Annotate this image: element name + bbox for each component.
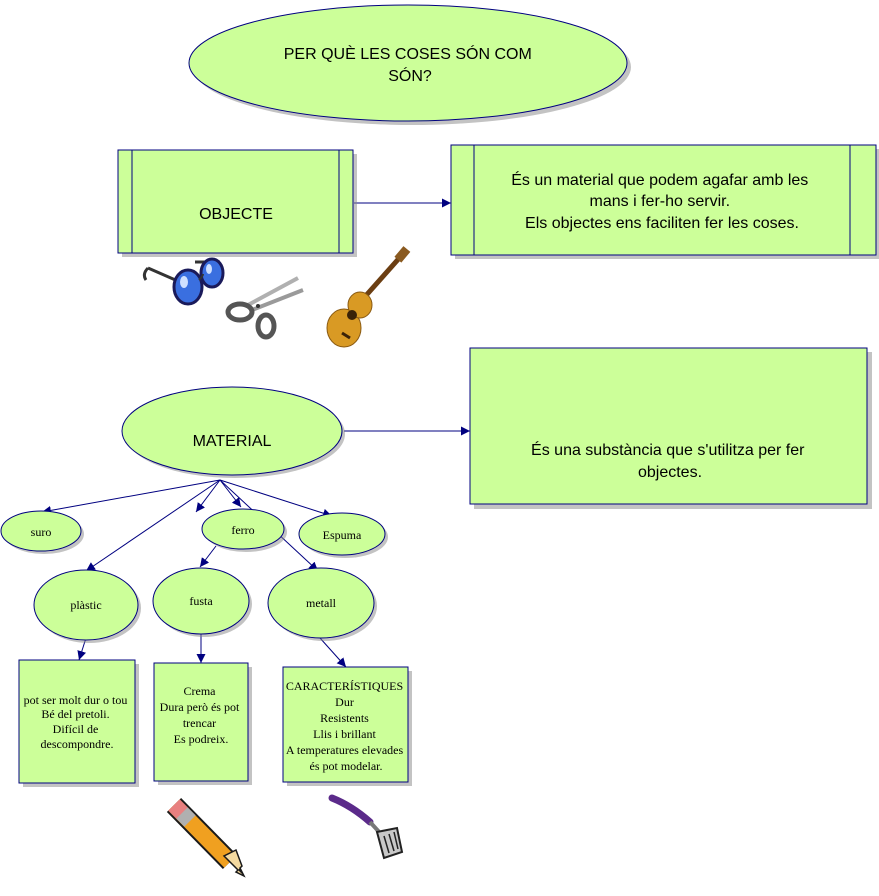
svg-text:pot ser molt dur o tou B: pot ser molt dur o tou Bé del pretoli. D… (24, 693, 131, 751)
metall-desc-line-1: CARACTERÍSTIQUES (286, 679, 403, 693)
metall-desc-line-5: A temperatures elevades (286, 743, 404, 757)
objecte-definition-node: És un material que podem agafar amb les … (450, 144, 879, 259)
plastic-desc-line-2: Bé del pretoli. (41, 707, 109, 721)
connector-metall-desc (319, 637, 347, 668)
connectors (41, 198, 470, 668)
metall-desc-line-3: Resistents (320, 711, 369, 725)
fusta-desc-line-4: Es podreix. (174, 732, 229, 746)
plastic-desc-line-4: descompondre. (41, 737, 114, 751)
guitar-icon (326, 246, 411, 348)
ferro-label: ferro (231, 523, 254, 537)
fusta-node: fusta (152, 567, 252, 637)
plastic-desc-line-1: pot ser molt dur o tou (24, 693, 128, 707)
objecte-def-line-1: És un material que podem agafar amb les (511, 170, 808, 189)
pencil-icon (166, 797, 246, 878)
fusta-desc-line-1: Crema (184, 684, 217, 698)
objecte-label: OBJECTE (199, 206, 273, 223)
fusta-desc-line-2: Dura però és pot (160, 700, 240, 714)
suro-node: suro (0, 510, 84, 554)
plastic-node: plàstic (33, 569, 141, 643)
connector-material-plastic (85, 479, 221, 572)
metall-node: metall (267, 567, 377, 641)
metall-label: metall (306, 596, 337, 610)
material-def-line-1: És una substància que s'utilitza per fer (531, 440, 805, 459)
material-node: MATERIAL (121, 386, 345, 478)
espuma-node: Espuma (298, 512, 388, 558)
title-node: PER QUÈ LES COSES SÓN COM SÓN? (188, 4, 631, 125)
scissors-icon (225, 276, 304, 340)
svg-text:Crema Dura però és pot: Crema Dura però és pot trencar Es podrei… (160, 684, 243, 746)
plastic-desc-line-3: Difícil de (53, 722, 99, 736)
objecte-node: OBJECTE (117, 149, 357, 257)
fusta-label: fusta (189, 594, 213, 608)
metall-description-node: CARACTERÍSTIQUES Dur Resistents Llis i b… (282, 666, 412, 786)
material-definition-node: És una substància que s'utilitza per fer… (469, 347, 872, 509)
title-line-1: PER QUÈ LES COSES SÓN COM (284, 44, 532, 63)
plastic-description-node: pot ser molt dur o tou Bé del pretoli. D… (18, 659, 139, 787)
material-def-line-2: objectes. (638, 464, 702, 481)
metall-desc-line-6: és pot modelar. (310, 759, 383, 773)
connector-material-ferro (195, 479, 221, 513)
objecte-def-line-2: mans i fer-ho servir. (590, 193, 730, 210)
metall-desc-line-2: Dur (335, 695, 354, 709)
plastic-label: plàstic (70, 598, 101, 612)
connector-material-ferro-2 (219, 479, 242, 508)
objecte-def-line-3: Els objectes ens faciliten fer les coses… (525, 215, 799, 232)
svg-text:És un material que podem agaf: És un material que podem agafar amb les … (511, 170, 813, 232)
material-label: MATERIAL (193, 433, 272, 450)
svg-text:PER QUÈ LES COSES SÓN COM: PER QUÈ LES COSES SÓN COM SÓN? (284, 44, 537, 85)
espuma-label: Espuma (323, 528, 362, 542)
connector-material-suro (41, 479, 221, 515)
metall-desc-line-4: Llis i brillant (313, 727, 376, 741)
svg-text:CARACTERÍSTIQUES Dur: CARACTERÍSTIQUES Dur Resistents Llis i b… (286, 679, 406, 773)
ferro-node: ferro (201, 508, 287, 552)
fusta-desc-line-3: trencar (183, 716, 216, 730)
glasses-icon (142, 257, 225, 306)
connector-ferro-fusta (199, 545, 217, 568)
connector-material-espuma (219, 479, 333, 518)
title-line-2: SÓN? (388, 66, 432, 85)
suro-label: suro (31, 525, 52, 539)
spatula-icon (328, 794, 404, 860)
fusta-description-node: Crema Dura però és pot trencar Es podrei… (153, 662, 252, 785)
svg-text:És una substància que s'utilit: És una substància que s'utilitza per fer… (531, 440, 809, 481)
